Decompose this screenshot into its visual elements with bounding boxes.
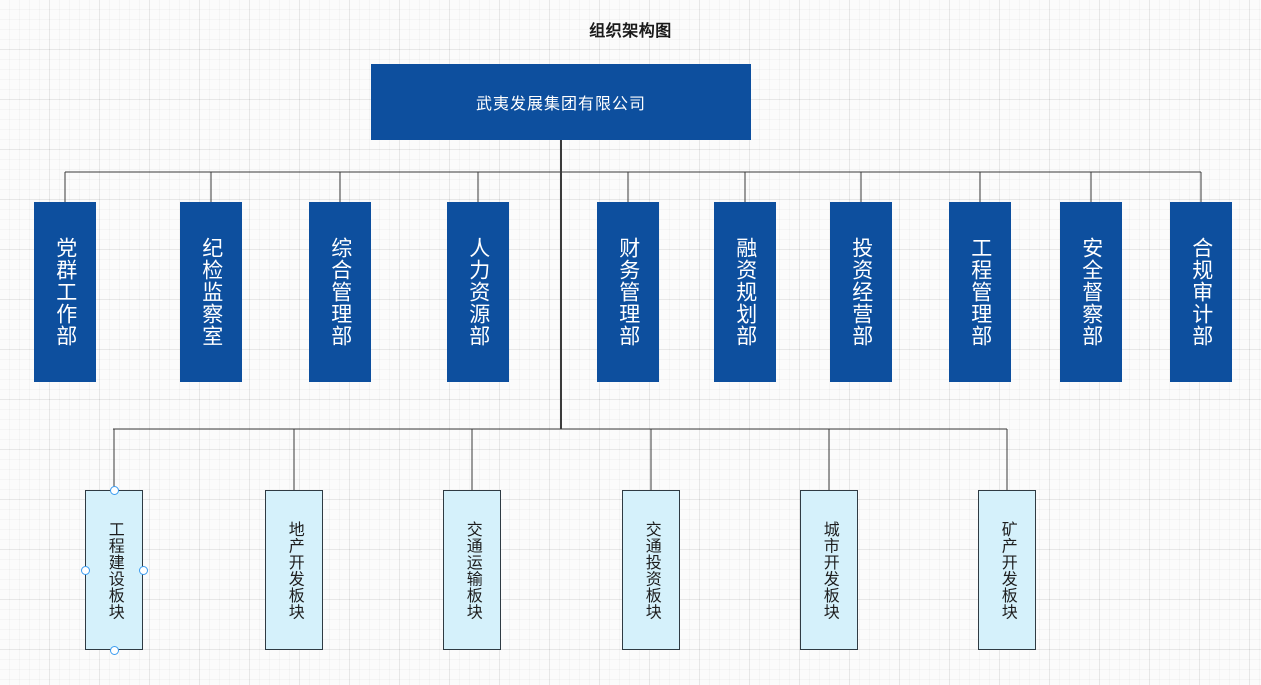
node-segment-label: 矿产开发板块 [998, 520, 1016, 620]
node-department-label: 纪检监察室 [199, 237, 223, 347]
node-department-label: 综合管理部 [328, 237, 352, 347]
node-department[interactable]: 财务管理部 [597, 202, 659, 382]
node-segment[interactable]: 地产开发板块 [265, 490, 323, 650]
node-department[interactable]: 纪检监察室 [180, 202, 242, 382]
selection-handle-left[interactable] [80, 565, 90, 575]
node-department[interactable]: 综合管理部 [309, 202, 371, 382]
node-department[interactable]: 工程管理部 [949, 202, 1011, 382]
node-department[interactable]: 党群工作部 [34, 202, 96, 382]
selection-handle-top[interactable] [109, 485, 119, 495]
node-department-label: 党群工作部 [53, 237, 77, 347]
node-segment-label: 工程建设板块 [105, 520, 123, 620]
page-title: 组织架构图 [589, 23, 672, 40]
node-department-label: 合规审计部 [1189, 237, 1213, 347]
node-segment[interactable]: 交通运输板块 [443, 490, 501, 650]
node-department-label: 投资经营部 [849, 237, 873, 347]
node-segment-label: 交通投资板块 [642, 520, 660, 620]
node-department[interactable]: 投资经营部 [830, 202, 892, 382]
node-segment[interactable]: 城市开发板块 [800, 490, 858, 650]
selection-handle-right[interactable] [138, 565, 148, 575]
selection-handle-bottom[interactable] [109, 645, 119, 655]
node-root-label: 武夷发展集团有限公司 [475, 96, 646, 113]
node-department-label: 财务管理部 [616, 237, 640, 347]
node-department-label: 人力资源部 [466, 237, 490, 347]
node-root[interactable]: 武夷发展集团有限公司 [371, 64, 751, 140]
node-segment-label: 交通运输板块 [463, 520, 481, 620]
node-segment-label: 城市开发板块 [820, 520, 838, 620]
node-department[interactable]: 合规审计部 [1170, 202, 1232, 382]
node-segment-label: 地产开发板块 [285, 520, 303, 620]
node-department-label: 融资规划部 [733, 237, 757, 347]
node-segment[interactable]: 交通投资板块 [622, 490, 680, 650]
node-department[interactable]: 安全督察部 [1060, 202, 1122, 382]
node-department[interactable]: 人力资源部 [447, 202, 509, 382]
node-department[interactable]: 融资规划部 [714, 202, 776, 382]
node-department-label: 工程管理部 [968, 237, 992, 347]
node-segment[interactable]: 工程建设板块 [85, 490, 143, 650]
node-segment[interactable]: 矿产开发板块 [978, 490, 1036, 650]
node-department-label: 安全督察部 [1079, 237, 1103, 347]
